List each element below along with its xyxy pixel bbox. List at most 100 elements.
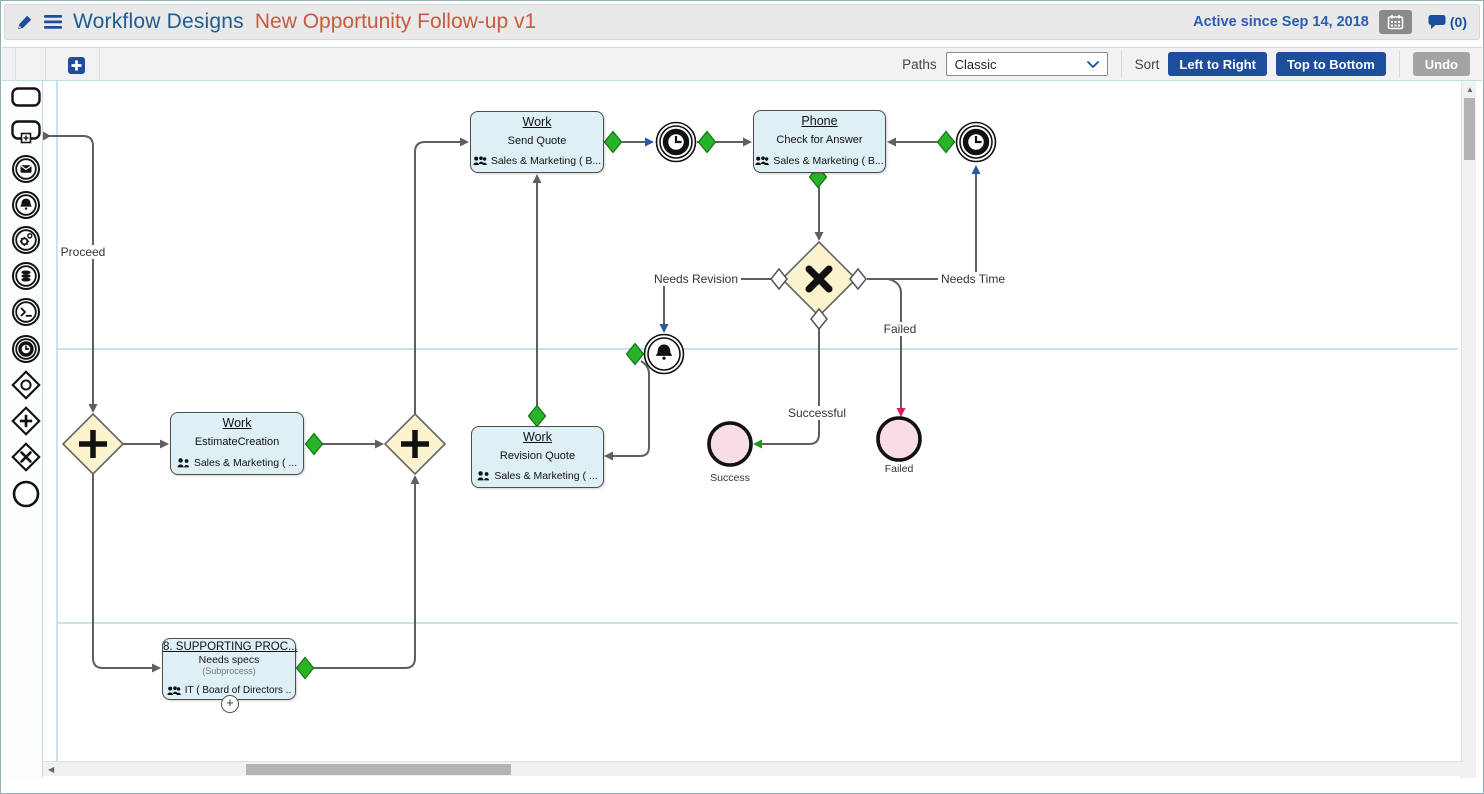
shape-palette [2,81,43,778]
connector-failed[interactable] [887,278,902,409]
subprocess-assignee: IT ( Board of Directors .. [184,685,292,696]
scroll-up-arrow-icon[interactable]: ▲ [1466,85,1474,94]
task-estimate-creation[interactable]: Work EstimateCreation Sales & Marketing … [170,412,304,475]
end-event-success[interactable] [707,421,753,467]
palette-task-icon[interactable] [11,82,41,112]
paths-label: Paths [902,56,937,72]
vertical-scrollbar[interactable]: ▲ [1461,81,1476,778]
task-name: Check for Answer [776,134,863,146]
edge-label-proceed[interactable]: Proceed [57,245,109,259]
plus-icon [79,430,107,458]
palette-subprocess-icon[interactable] [11,118,41,148]
palette-script-event-icon[interactable] [11,297,41,327]
task-send-quote[interactable]: Work Send Quote Sales & Marketing ( B... [470,111,604,173]
subprocess-title: 8. SUPPORTING PROC... [163,641,298,653]
palette-parallel-gateway-icon[interactable] [11,406,41,436]
plus-icon [71,60,82,71]
plus-icon [401,430,429,458]
subprocess-supporting[interactable]: 8. SUPPORTING PROC... Needs specs (Subpr… [162,638,298,713]
paths-dropdown[interactable]: Classic [945,52,1108,76]
edge-label-successful[interactable]: Successful [784,406,850,420]
diagram-canvas[interactable]: Work Send Quote Sales & Marketing ( B...… [43,81,1463,763]
task-assignee: Sales & Marketing ( ... [193,457,298,469]
vertical-scrollbar-thumb[interactable] [1464,98,1475,160]
horizontal-scrollbar[interactable]: ◀ [43,761,1463,776]
task-name: Revision Quote [499,450,576,462]
scroll-left-arrow-icon[interactable]: ◀ [48,765,55,774]
comment-bubble-icon [1428,15,1446,29]
palette-data-event-icon[interactable] [11,261,41,291]
toolbar-divider [1398,51,1400,77]
task-title: Work [222,416,252,430]
calendar-button[interactable] [1378,10,1412,34]
palette-exclusive-gateway-icon[interactable] [11,442,41,472]
connector-arrowheads [88,137,981,673]
subprocess-expand-button[interactable]: + [221,695,239,713]
edit-pencil-icon[interactable] [17,14,33,30]
subprocess-type-label: (Subprocess) [202,666,256,676]
subprocess-name: Needs specs [198,654,260,666]
chevron-down-icon [1086,60,1099,68]
toolbar-separator [15,48,16,80]
task-revision-quote[interactable]: Work Revision Quote Sales & Marketing ( … [471,426,604,488]
x-icon [805,265,833,293]
users-icon [177,458,189,468]
gateway-ports[interactable] [770,267,867,331]
clock-icon [974,136,982,144]
toolbar-divider [1120,51,1122,77]
connector-subprocess-to-gateway2[interactable] [305,483,416,669]
palette-message-event-icon[interactable] [11,154,41,184]
sort-label: Sort [1134,56,1160,72]
palette-end-event-icon[interactable] [11,479,41,509]
exclusive-gateway[interactable] [770,240,867,331]
task-assignee: Sales & Marketing ( B... [490,155,602,167]
task-title: Work [523,430,552,444]
task-name: EstimateCreation [194,436,280,448]
end-event-success-label: Success [710,472,750,484]
task-assignee: Sales & Marketing ( ... [494,470,598,482]
end-event-failed[interactable] [876,416,922,462]
group-icon [755,156,770,165]
parallel-gateway-1[interactable] [61,412,125,476]
horizontal-scrollbar-thumb[interactable] [246,764,511,775]
palette-inclusive-gateway-icon[interactable] [11,370,41,400]
connector-successful[interactable] [760,328,820,445]
toolbar-separator [45,48,46,80]
paths-selected-value: Classic [954,56,997,72]
connector-gateway2-to-sendquote[interactable] [414,141,461,414]
bell-icon [655,344,673,360]
palette-timer-event-icon[interactable] [11,334,41,364]
sort-top-to-bottom-button[interactable]: Top to Bottom [1275,52,1386,76]
task-name: Send Quote [507,135,567,147]
title-bar: Workflow Designs New Opportunity Follow-… [4,4,1480,40]
parallel-gateway-2[interactable] [383,412,447,476]
palette-alert-event-icon[interactable] [11,190,41,220]
task-assignee: Sales & Marketing ( B... [773,155,884,167]
add-step-button[interactable] [68,57,85,74]
sort-left-to-right-button[interactable]: Left to Right [1168,52,1267,76]
undo-button[interactable]: Undo [1412,52,1470,76]
calendar-icon [1387,14,1404,30]
timer-event-1[interactable] [655,121,697,163]
active-since-label: Active since Sep 14, 2018 [1193,14,1369,30]
task-title: Work [522,115,552,129]
toolbar: Paths Classic Sort Left to Right Top to … [2,47,1482,81]
palette-service-event-icon[interactable] [11,225,41,255]
task-phone-check[interactable]: Phone Check for Answer Sales & Marketing… [753,110,886,173]
workflow-name: New Opportunity Follow-up v1 [254,10,537,33]
timer-event-2[interactable] [955,121,997,163]
connector-needs-time[interactable] [867,173,977,280]
connection-point-markers[interactable] [295,130,956,680]
connector-bell-to-revision[interactable] [612,360,650,457]
alert-event[interactable] [643,333,685,375]
menu-hamburger-icon[interactable] [44,15,62,29]
connector-gateway1-to-subprocess[interactable] [92,474,153,669]
edge-label-needs-revision[interactable]: Needs Revision [650,272,742,286]
group-icon [473,156,487,165]
connector-proceed[interactable] [45,135,94,404]
end-event-failed-label: Failed [884,463,914,475]
comments-control[interactable]: (0) [1428,14,1467,30]
edge-label-needs-time[interactable]: Needs Time [937,272,1009,286]
edge-label-failed[interactable]: Failed [880,322,920,336]
